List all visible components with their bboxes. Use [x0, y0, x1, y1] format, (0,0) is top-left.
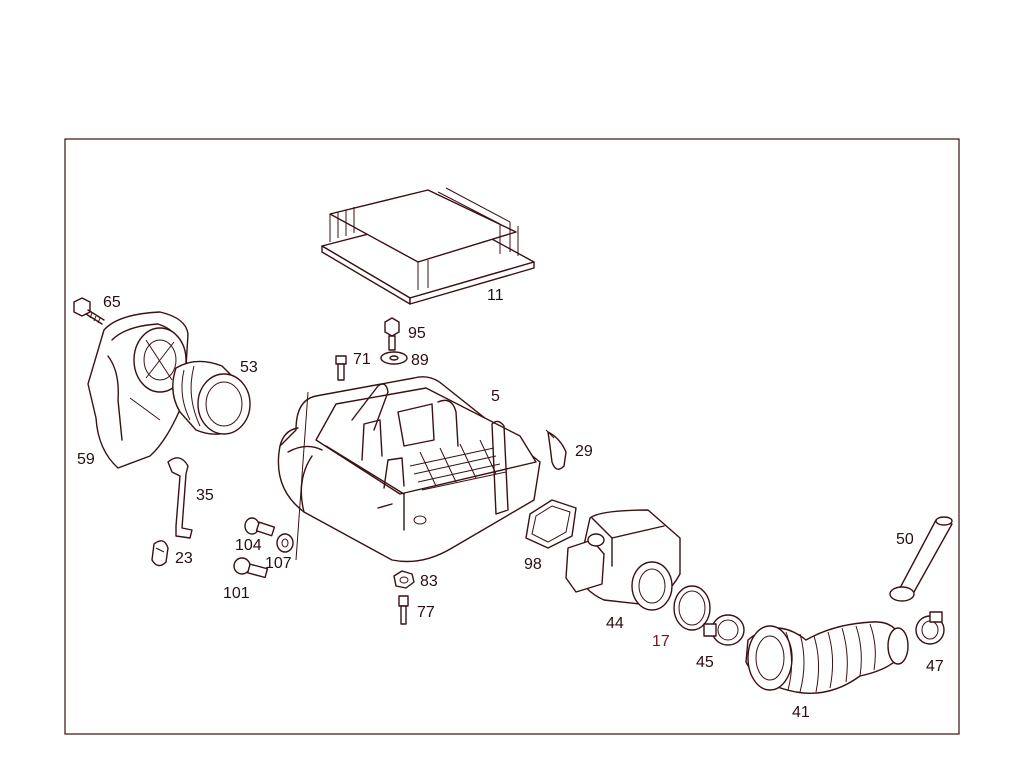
clip-23	[151, 540, 169, 567]
air-filter-element	[321, 187, 535, 305]
washer-89	[380, 351, 408, 365]
callout-35: 35	[196, 487, 214, 504]
callout-47: 47	[926, 658, 944, 675]
callout-41: 41	[792, 704, 810, 721]
callout-65: 65	[103, 294, 121, 311]
callout-71: 71	[353, 351, 371, 368]
grommet-107	[276, 533, 294, 553]
callout-95: 95	[408, 325, 426, 342]
air-mass-sensor	[565, 509, 681, 611]
callout-5: 5	[491, 388, 500, 405]
callout-104: 104	[235, 537, 262, 554]
callout-23: 23	[175, 550, 193, 567]
callout-59: 59	[77, 451, 95, 468]
stud-77	[398, 595, 409, 625]
callout-17: 17	[652, 633, 670, 650]
bolt-101	[233, 557, 269, 579]
air-cleaner-housing	[277, 376, 541, 563]
callout-53: 53	[240, 359, 258, 376]
callout-83: 83	[420, 573, 438, 590]
callout-107: 107	[265, 555, 292, 572]
stud-71	[335, 355, 347, 381]
pipe-50	[889, 516, 953, 602]
intake-duct	[87, 311, 189, 469]
intake-hose	[745, 621, 909, 694]
callout-101: 101	[223, 585, 250, 602]
callout-29: 29	[575, 443, 593, 460]
gasket-98	[525, 499, 577, 549]
nut-83	[393, 570, 415, 589]
bolt-104	[244, 517, 276, 537]
rubber-boot	[172, 360, 251, 435]
callout-77: 77	[417, 604, 435, 621]
callout-89: 89	[411, 352, 429, 369]
callout-98: 98	[524, 556, 542, 573]
o-ring-17	[673, 585, 711, 631]
callout-11: 11	[487, 287, 504, 304]
diagram-frame	[64, 138, 960, 735]
callout-44: 44	[606, 615, 624, 632]
hose-clamp-47	[915, 611, 945, 645]
bolt-95	[384, 317, 400, 351]
clip-29	[545, 429, 567, 470]
callout-45: 45	[696, 654, 714, 671]
bolt-65	[73, 297, 105, 325]
hose-clamp-45	[703, 614, 745, 646]
bracket-35	[167, 457, 193, 539]
callout-50: 50	[896, 531, 914, 548]
